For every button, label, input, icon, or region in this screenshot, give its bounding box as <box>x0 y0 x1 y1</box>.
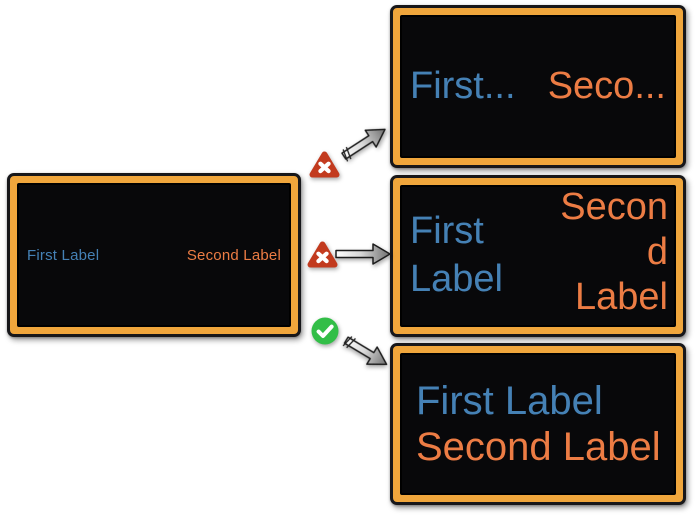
wrapped-result-panel-content: First Label Secon d Label <box>400 185 676 327</box>
second-label-wrapped-text: Secon d Label <box>560 186 668 318</box>
arrow-to-stacked-icon <box>342 336 388 366</box>
wrapped-result-panel: First Label Secon d Label <box>390 175 686 337</box>
check-circle-icon <box>311 317 339 345</box>
second-label-stacked-text: Second Label <box>416 425 661 469</box>
stacked-result-panel: First Label Second Label <box>390 343 686 505</box>
first-label-stacked-text: First Label <box>416 378 603 423</box>
first-label-text: First Label <box>27 246 100 264</box>
arrow-to-wrapped-icon <box>335 243 391 265</box>
x-triangle-icon <box>307 241 338 268</box>
first-label-truncated-text: First... <box>410 65 516 107</box>
x-triangle-icon <box>309 151 340 178</box>
truncated-result-panel-content: First... Seco... <box>400 15 676 158</box>
truncated-result-panel: First... Seco... <box>390 5 686 168</box>
source-label-panel: First Label Second Label <box>7 173 301 337</box>
source-label-panel-content: First Label Second Label <box>17 183 291 327</box>
second-label-truncated-text: Seco... <box>547 65 666 107</box>
stacked-result-panel-content: First Label Second Label <box>400 353 676 495</box>
second-label-text: Second Label <box>186 246 281 264</box>
first-label-wrapped-text: First Label <box>410 210 503 300</box>
arrow-to-truncated-icon <box>341 128 386 162</box>
